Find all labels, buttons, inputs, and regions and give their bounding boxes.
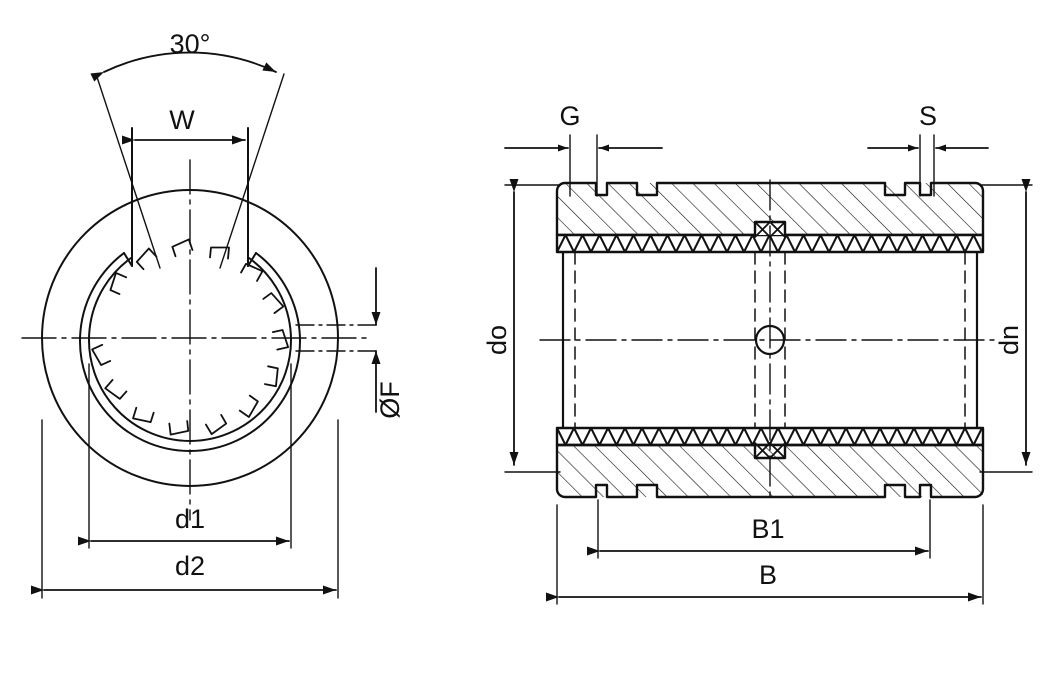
- dimension-s: [867, 134, 989, 197]
- label-dn: dn: [994, 325, 1024, 355]
- label-s: S: [919, 101, 937, 131]
- dimension-dn: [979, 179, 1033, 473]
- dimension-labels: 30° W d1 d2 ØF G S do dn B1 B: [169, 29, 1024, 590]
- dimension-b1: [587, 499, 931, 559]
- dimension-d2: [31, 419, 339, 599]
- angle-arc: [90, 51, 277, 82]
- section-view: [504, 134, 1033, 605]
- label-of: ØF: [375, 381, 405, 419]
- label-d2: d2: [175, 551, 205, 581]
- dimension-d1: [78, 363, 292, 549]
- label-g: G: [559, 101, 580, 131]
- angle-leader-right: [219, 73, 285, 269]
- housing-bottom-profile: [555, 443, 985, 499]
- label-b: B: [759, 560, 777, 590]
- center-hole-circle: [754, 324, 786, 356]
- housing-top-profile: [555, 181, 985, 237]
- angle-leader-left: [95, 73, 161, 269]
- label-d1: d1: [175, 504, 205, 534]
- dimension-of: [295, 267, 381, 413]
- dimension-b: [546, 504, 984, 605]
- label-angle-30: 30°: [170, 29, 211, 59]
- label-do: do: [482, 325, 512, 355]
- dimension-g: [504, 134, 663, 197]
- dimension-do: [504, 179, 561, 473]
- label-b1: B1: [751, 514, 784, 544]
- dimension-angle-30: [90, 51, 285, 269]
- front-view: [21, 51, 381, 599]
- label-w: W: [169, 105, 195, 135]
